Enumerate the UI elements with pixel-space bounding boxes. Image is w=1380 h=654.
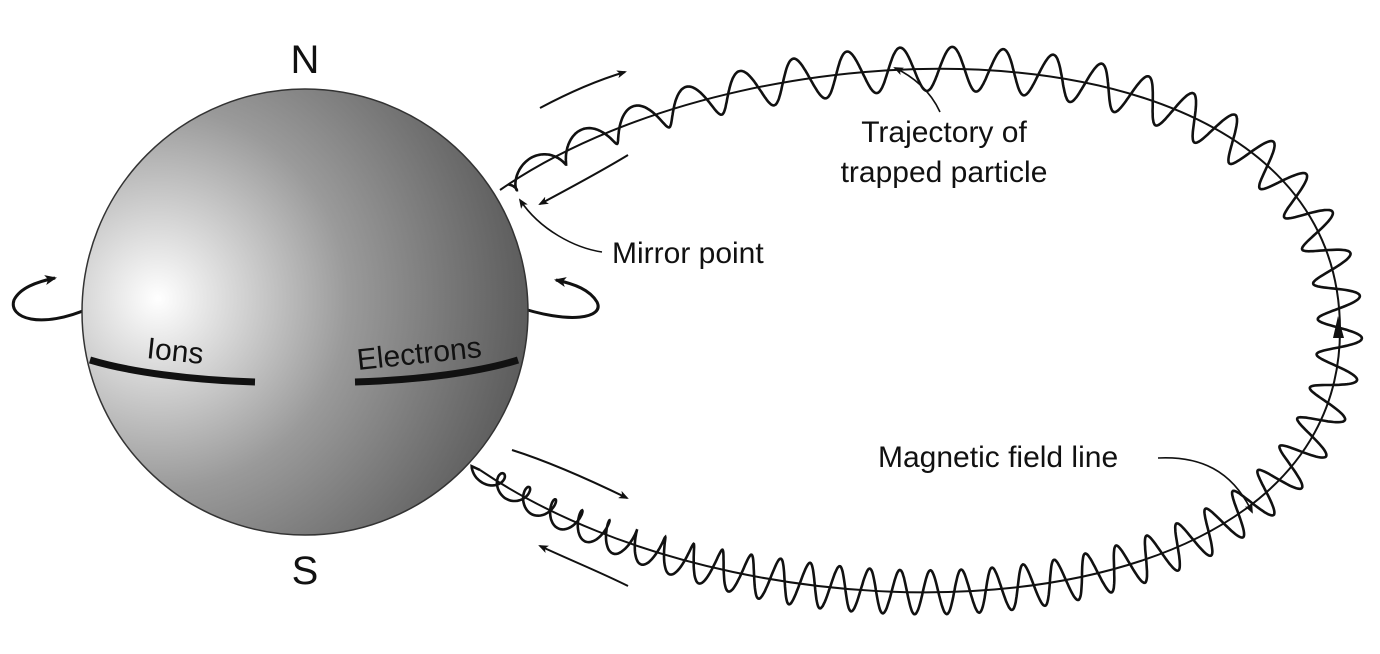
north-bounce-arrow-in (538, 154, 629, 205)
trajectory-wave-path (470, 45, 1364, 616)
ion-drift-arrow-back (11, 275, 91, 322)
south-bounce-arrow-out (511, 449, 629, 499)
electron-drift-arrow-back (514, 277, 600, 319)
mirror-point-leader-line (518, 198, 603, 253)
trajectory-label-line2: trapped particle (841, 156, 1048, 189)
field-line-label: Magnetic field line (878, 441, 1118, 474)
field-line-leader-line (1157, 457, 1253, 514)
particle-trajectory (470, 45, 1364, 616)
north-pole-label: N (291, 38, 320, 82)
ion-drift-arc-front (88, 356, 256, 386)
planet-sphere (81, 88, 529, 536)
ions-label: Ions (145, 332, 205, 371)
north-bounce-arrow-out (539, 70, 627, 109)
south-pole-label: S (292, 549, 319, 593)
trajectory-label-line1: Trajectory of (861, 116, 1027, 149)
electron-drift-arc-front (354, 356, 520, 386)
south-bounce-arrow-in (538, 545, 629, 587)
trajectory-leader-line (893, 67, 941, 113)
mirror-point-label: Mirror point (612, 237, 764, 270)
